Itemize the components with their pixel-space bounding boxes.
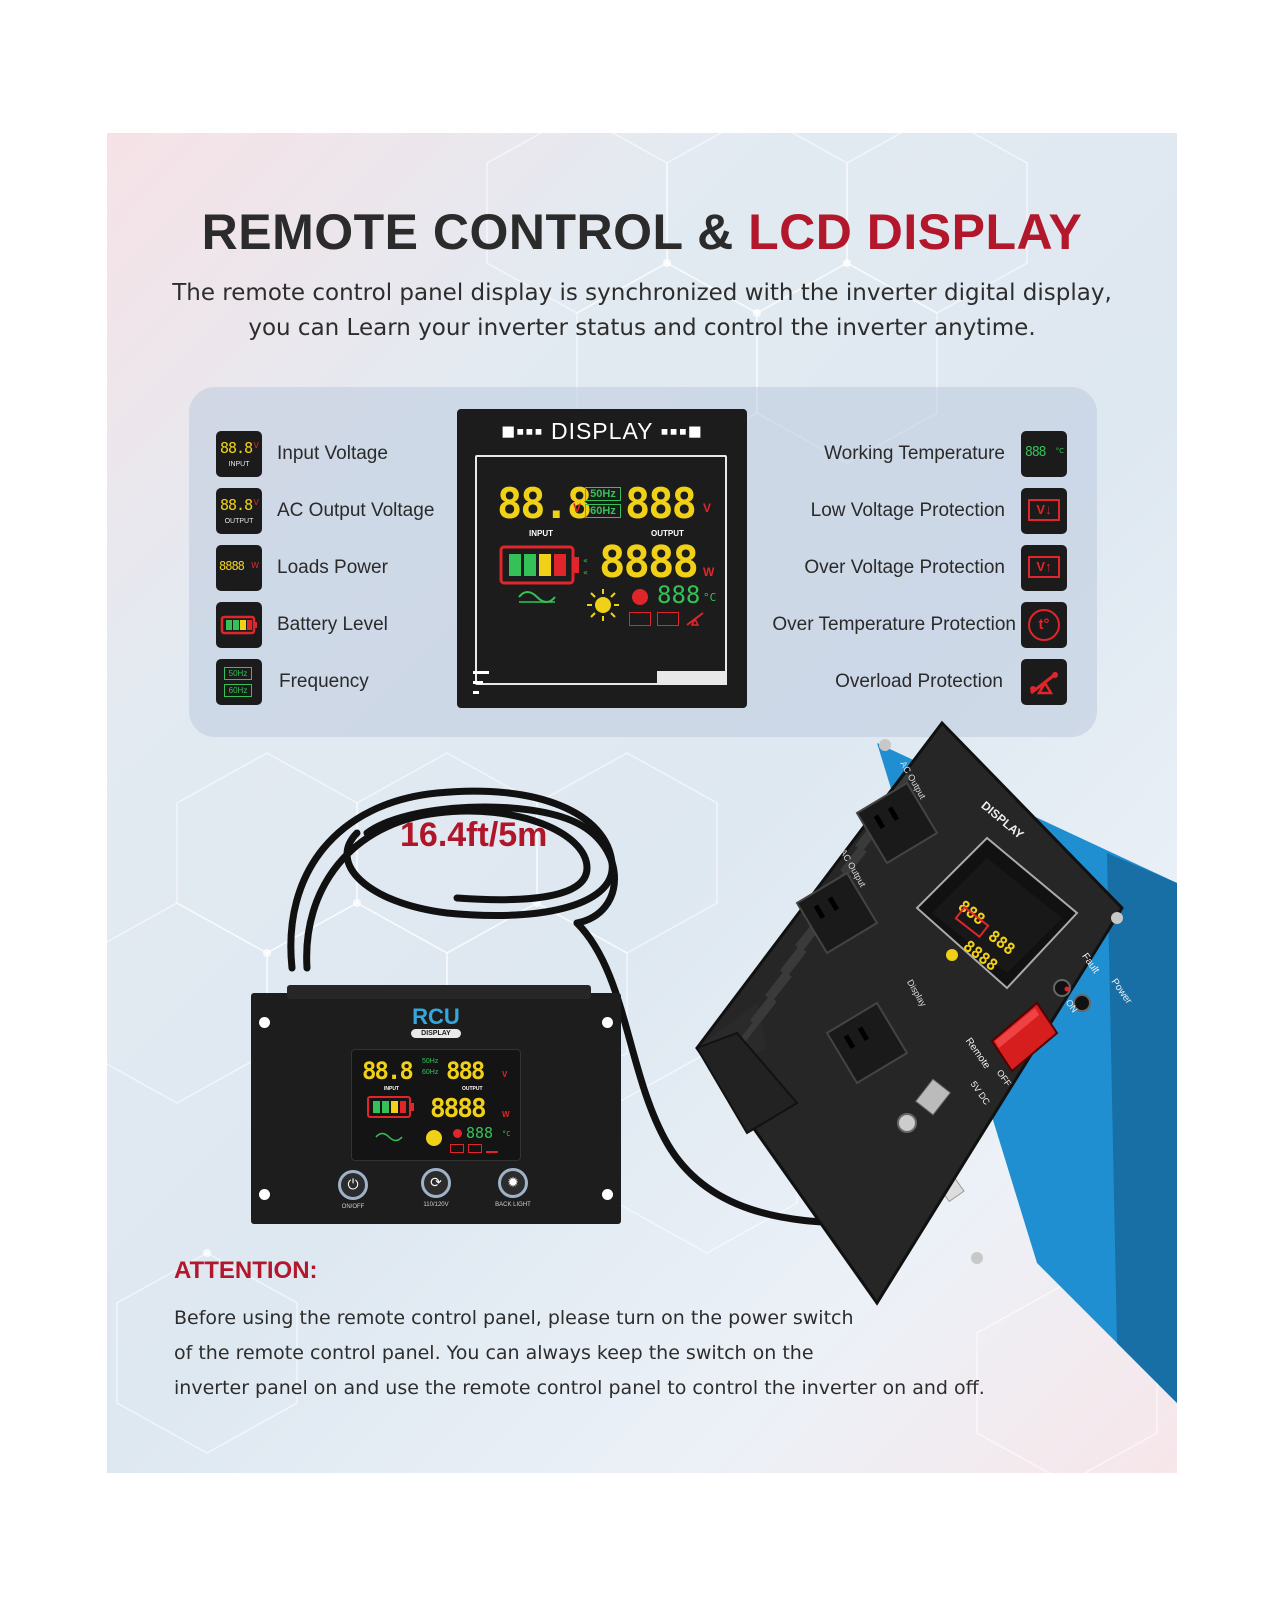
product-panel: REMOTE CONTROL & LCD DISPLAY The remote … bbox=[107, 133, 1177, 1473]
temperature-icon: 888 °C bbox=[1021, 431, 1067, 477]
output-value: 888 bbox=[625, 479, 697, 528]
legend-over-temperature: Over Temperature Protection t° bbox=[772, 602, 1067, 648]
power-value: 8888 bbox=[599, 537, 699, 588]
inverter-illustration: 888 888 8888 AC Output AC Output Display… bbox=[677, 703, 1177, 1423]
output-voltage-icon: 88.8 V OUTPUT bbox=[216, 488, 262, 534]
legend-working-temperature: Working Temperature 888 °C bbox=[824, 431, 1067, 477]
legend-over-voltage: Over Voltage Protection V↑ bbox=[804, 545, 1067, 591]
lcd-battery-icon: « « bbox=[499, 545, 588, 585]
backlight-label: BACK LIGHT bbox=[495, 1202, 531, 1208]
lcd-screen-corner bbox=[657, 671, 727, 685]
rcu-battery-icon bbox=[367, 1096, 414, 1118]
legend-label: Frequency bbox=[279, 671, 369, 692]
legend-label: Input Voltage bbox=[277, 443, 388, 464]
subtitle: The remote control panel display is sync… bbox=[107, 276, 1177, 346]
lcd-over-voltage-icon bbox=[657, 612, 679, 626]
legend-panel: 88.8 V INPUT Input Voltage 88.8 V OUTPUT… bbox=[189, 387, 1097, 737]
attention-text: Before using the remote control panel, p… bbox=[174, 1307, 985, 1399]
temp-value: 888 bbox=[657, 581, 701, 609]
backlight-button[interactable]: ✹ bbox=[498, 1168, 528, 1198]
legend-label: Over Temperature Protection bbox=[772, 614, 1016, 635]
input-voltage-icon: 88.8 V INPUT bbox=[216, 431, 262, 477]
cable-length-label: 16.4ft/5m bbox=[400, 816, 548, 854]
legend-output-voltage: 88.8 V OUTPUT AC Output Voltage bbox=[216, 488, 434, 534]
lcd-low-voltage-icon bbox=[629, 612, 651, 626]
legend-low-voltage: Low Voltage Protection V↓ bbox=[811, 488, 1067, 534]
legend-frequency: 50Hz 60Hz Frequency bbox=[216, 659, 369, 705]
subtitle-line2: you can Learn your inverter status and c… bbox=[248, 315, 1036, 341]
rcu-wave-icon bbox=[375, 1132, 403, 1142]
title-part1: REMOTE CONTROL & bbox=[201, 204, 734, 260]
voltage-select-button[interactable]: ⟳ bbox=[421, 1168, 451, 1198]
legend-input-voltage: 88.8 V INPUT Input Voltage bbox=[216, 431, 388, 477]
legend-label: AC Output Voltage bbox=[277, 500, 435, 521]
onoff-button[interactable]: ⏻ bbox=[338, 1170, 368, 1200]
page-title: REMOTE CONTROL & LCD DISPLAY bbox=[107, 203, 1177, 261]
legend-label: Low Voltage Protection bbox=[810, 500, 1005, 521]
legend-label: Over Voltage Protection bbox=[804, 557, 1005, 578]
lcd-display-diagram: ■▪▪▪ DISPLAY ▪▪▪■ 88.8 V 50Hz 60Hz 888 V… bbox=[457, 409, 747, 708]
low-voltage-icon: V↓ bbox=[1021, 488, 1067, 534]
over-temp-icon: t° bbox=[1021, 602, 1067, 648]
subtitle-line1: The remote control panel display is sync… bbox=[172, 280, 1112, 306]
legend-loads-power: 8888 W Loads Power bbox=[216, 545, 388, 591]
freq-60: 60Hz bbox=[585, 504, 621, 518]
loads-power-icon: 8888 W bbox=[216, 545, 262, 591]
legend-battery-level: Battery Level bbox=[216, 602, 388, 648]
input-value: 88.8 bbox=[497, 479, 592, 528]
legend-label: Loads Power bbox=[277, 557, 388, 578]
sun-icon bbox=[587, 589, 619, 621]
lcd-overload-icon bbox=[686, 612, 704, 626]
frequency-icon: 50Hz 60Hz bbox=[216, 659, 262, 705]
rcu-sun-icon bbox=[426, 1130, 442, 1146]
rcu-title: RCU bbox=[412, 1004, 460, 1029]
legend-overload: Overload Protection bbox=[835, 659, 1067, 705]
voltage-select-label: 110/120V bbox=[423, 1202, 449, 1208]
rcu-remote-panel: RCU DISPLAY 88.8 50Hz 60Hz 888 V INPUT O… bbox=[251, 985, 621, 1224]
lcd-screen: 88.8 V 50Hz 60Hz 888 V INPUT OUTPUT « « bbox=[475, 455, 727, 685]
legend-label: Overload Protection bbox=[835, 671, 1003, 692]
title-part2: LCD DISPLAY bbox=[748, 204, 1083, 260]
legend-label: Working Temperature bbox=[824, 443, 1005, 464]
svg-text:«: « bbox=[583, 556, 588, 565]
ac-wave-icon bbox=[518, 591, 556, 603]
rcu-subtitle: DISPLAY bbox=[411, 1029, 461, 1038]
over-voltage-icon: V↑ bbox=[1021, 545, 1067, 591]
lcd-temp-warning-icon bbox=[632, 589, 648, 605]
freq-50: 50Hz bbox=[585, 487, 621, 501]
svg-text:«: « bbox=[583, 568, 588, 577]
overload-icon bbox=[1021, 659, 1067, 705]
battery-icon bbox=[216, 602, 262, 648]
rcu-lcd-screen: 88.8 50Hz 60Hz 888 V INPUT OUTPUT 8888 W bbox=[351, 1049, 521, 1161]
attention-title: ATTENTION: bbox=[174, 1257, 318, 1284]
lcd-heading: ■▪▪▪ DISPLAY ▪▪▪■ bbox=[501, 418, 703, 444]
onoff-label: ON/OFF bbox=[341, 1204, 365, 1210]
legend-label: Battery Level bbox=[277, 614, 388, 635]
